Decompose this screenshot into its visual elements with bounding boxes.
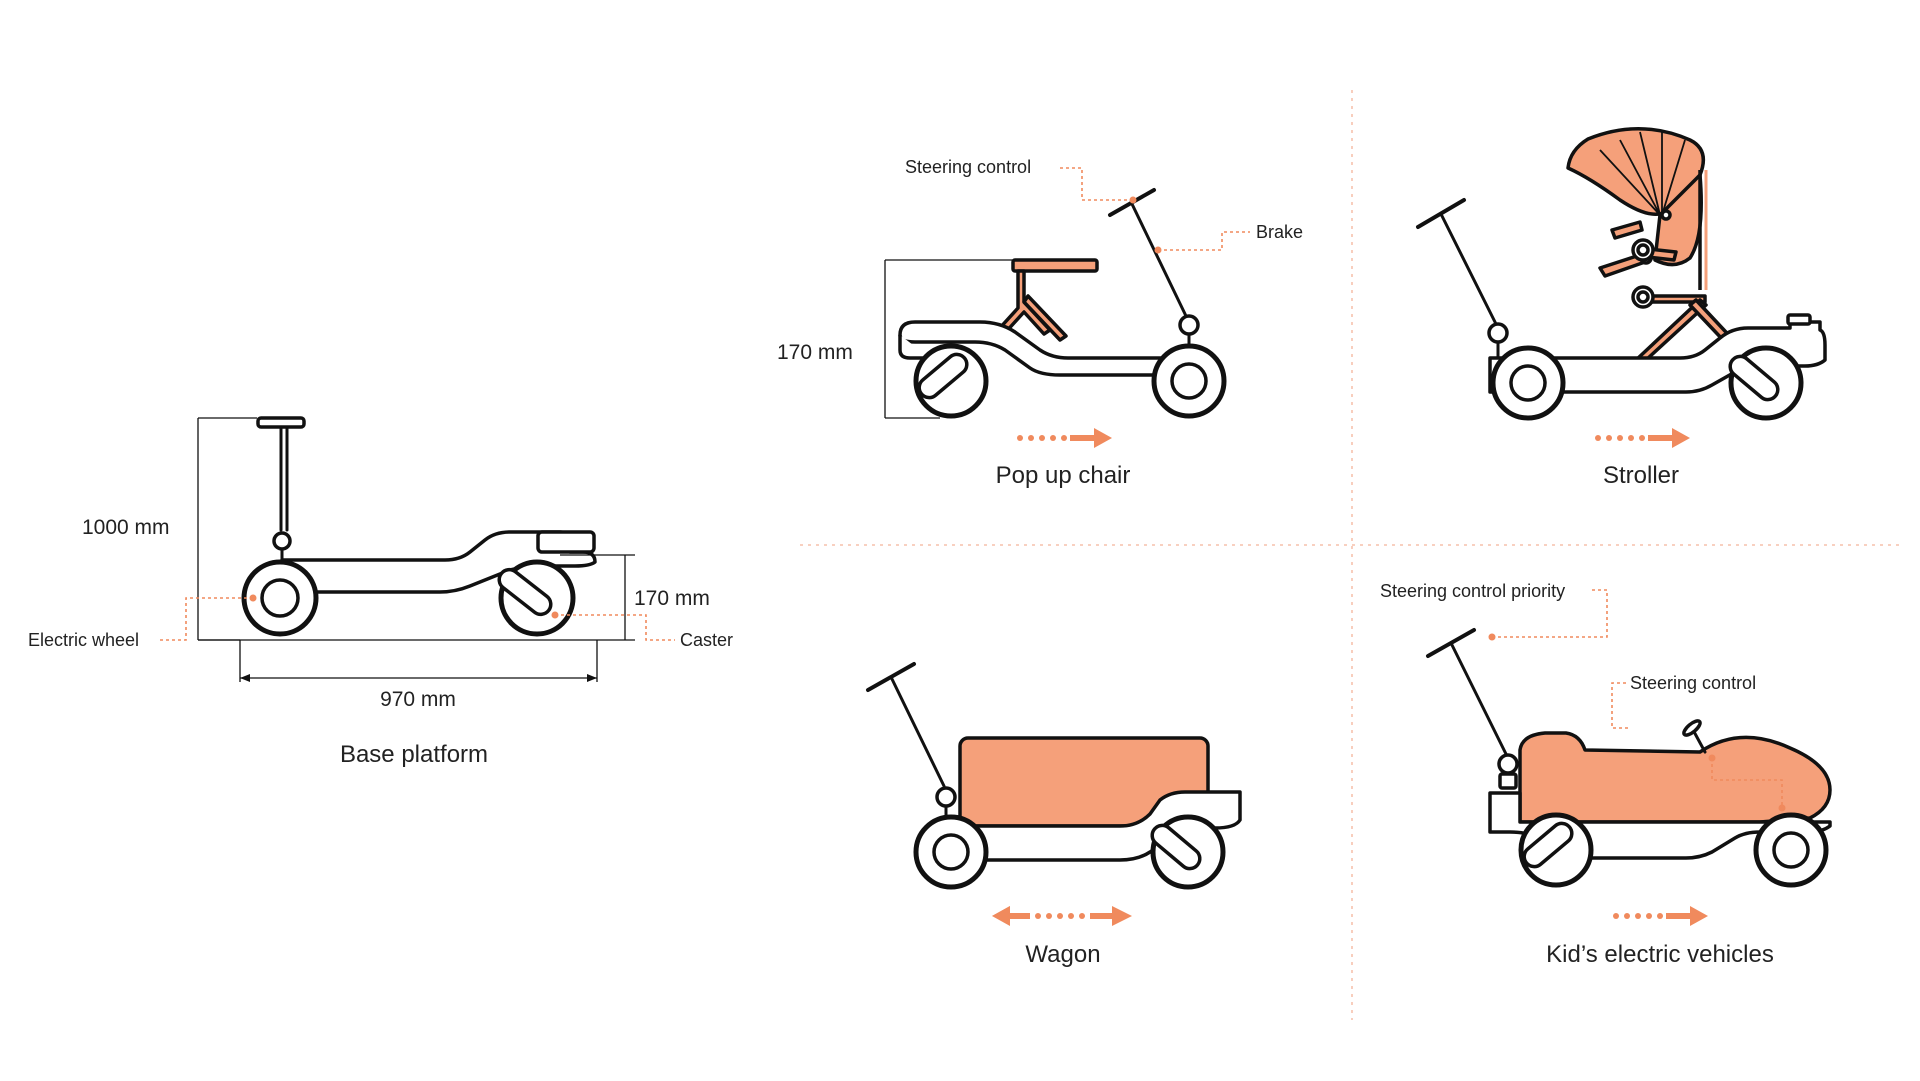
kid-car-body [1518, 731, 1832, 824]
kid-caster-wheel [1518, 812, 1594, 888]
electric-wheel-leader-dot [249, 594, 257, 602]
kid-direction-arrow [1613, 906, 1708, 926]
chair-brake-leader [1158, 231, 1250, 251]
stroller-electric-wheel [1490, 345, 1566, 421]
chair-caster-wheel [913, 343, 989, 419]
kids-electric-vehicles-title: Kid’s electric vehicles [1546, 941, 1774, 968]
base-height-deck-label: 170 mm [634, 587, 710, 610]
stroller-title: Stroller [1603, 462, 1679, 489]
base-platform: 1000 mm 170 mm 970 mm Electric wheel Cas… [28, 416, 733, 768]
chair-electric-wheel [1151, 343, 1227, 419]
kid-steering-priority-leader-dot [1488, 633, 1496, 641]
chair-steering-leader [1060, 167, 1133, 201]
stroller-seat [1566, 127, 1754, 362]
kid-steering-control-leader-dot [1708, 754, 1716, 762]
kid-steering-control-label: Steering control [1630, 673, 1756, 693]
stroller-steering-column [1416, 198, 1509, 360]
wagon-direction-arrow [992, 906, 1132, 926]
wagon-steering-column [866, 662, 957, 828]
base-steering-column [256, 416, 306, 582]
kid-steering-wheel [1682, 719, 1707, 754]
chair-chassis-front [898, 335, 930, 360]
kid-steering-control-leader-top [1611, 682, 1630, 729]
wagon-chassis [938, 790, 1242, 862]
pop-up-chair: Steering control Brake 170 mm Pop up cha… [777, 157, 1303, 489]
electric-wheel-label: Electric wheel [28, 630, 139, 650]
base-caster-wheel [497, 559, 576, 637]
chair-height-dimension [884, 259, 1015, 419]
chair-brake-label: Brake [1256, 222, 1303, 242]
chair-steering-control-label: Steering control [905, 157, 1031, 177]
base-battery-box [536, 530, 596, 554]
kid-steering-column [1426, 628, 1519, 790]
stroller-battery-cap [1786, 313, 1812, 326]
chair-steering-leader-dot [1129, 196, 1137, 204]
wagon: Wagon [866, 662, 1242, 968]
wagon-caster-wheel [1150, 814, 1226, 890]
base-platform-title: Base platform [340, 741, 488, 768]
base-height-total-label: 1000 mm [82, 516, 170, 539]
chair-direction-arrow [1017, 428, 1112, 448]
base-length-label: 970 mm [380, 688, 456, 711]
kid-steering-control-leader [1711, 758, 1783, 808]
stroller-direction-arrow [1595, 428, 1690, 448]
stroller-caster-wheel [1728, 345, 1804, 421]
kids-electric-vehicle: Steering control priority Steering contr… [1380, 581, 1832, 968]
chair-height-label: 170 mm [777, 341, 853, 364]
chair-brake-leader-dot [1154, 246, 1162, 254]
electric-wheel-leader [158, 597, 253, 641]
caster-label: Caster [680, 630, 733, 650]
chair-steering-column [1108, 188, 1200, 354]
caster-leader [555, 614, 675, 641]
stroller-frame-joint-upper [1631, 238, 1655, 262]
base-dimensions [197, 417, 635, 682]
chair-seat [996, 258, 1099, 342]
stroller-frame-joint-lower [1631, 285, 1655, 309]
kid-steering-control-leader-end-dot [1778, 804, 1786, 812]
wagon-title: Wagon [1025, 941, 1100, 968]
caster-leader-dot [551, 611, 559, 619]
pop-up-chair-title: Pop up chair [996, 462, 1131, 489]
kid-steering-priority-label: Steering control priority [1380, 581, 1565, 601]
stroller-chassis [1488, 320, 1827, 394]
stroller: Stroller [1416, 127, 1827, 489]
kid-steering-priority-leader [1492, 589, 1608, 638]
wagon-electric-wheel [913, 814, 989, 890]
base-electric-wheel [241, 559, 319, 637]
stroller-canopy-hinge [1660, 209, 1672, 221]
kid-electric-wheel [1753, 812, 1829, 888]
